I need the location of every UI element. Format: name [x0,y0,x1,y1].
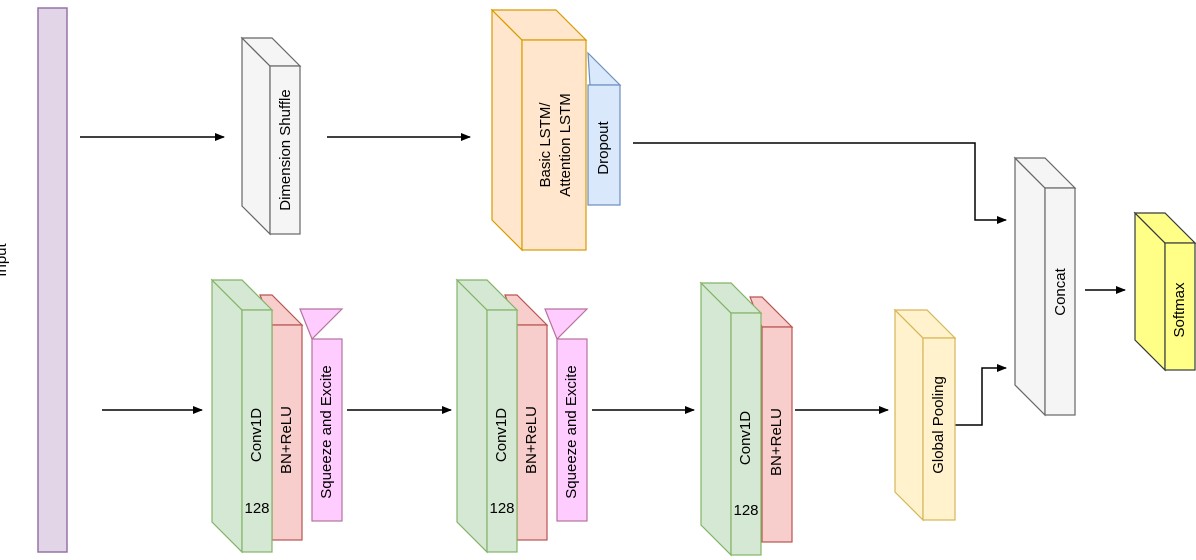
conv1d-label: Conv1D [248,408,265,462]
conv1d-label: Conv1D [493,408,510,462]
concat-label: Concat [1052,267,1069,315]
concat-block: Concat [1013,156,1077,417]
squeeze-excite-label: Squeeze and Excite [318,365,335,498]
global-pooling-block: Global Pooling [893,308,957,522]
bn-relu-label: BN+ReLU [768,408,785,476]
lstm-label-line2: Attention LSTM [557,93,574,196]
connection-arrows [80,133,1126,426]
conv-block-3: BN+ReLU Conv1D 128 [699,281,794,557]
squeeze-excite-layer [544,308,589,341]
conv-block-2: Squeeze and Excite BN+ReLU Conv1D 128 [455,278,589,554]
dimension-shuffle-label: Dimension Shuffle [277,89,294,210]
conv1d-layer [456,278,488,554]
dropout-block: Dropout [587,51,622,206]
bn-relu-label: BN+ReLU [523,406,540,474]
dropout-label: Dropout [595,120,612,174]
input-label: Input [0,242,10,276]
conv1d-layer [211,278,243,554]
global-pooling-label: Global Pooling [930,376,947,474]
arrow-dropout-to-concat [633,142,1007,224]
lstm-label-line1: Basic LSTM/ [537,102,554,188]
filters-label: 128 [489,500,514,517]
input-bar [37,7,68,553]
squeeze-excite-label: Squeeze and Excite [563,365,580,498]
filters-label: 128 [733,502,758,519]
conv-block-1: Squeeze and Excite BN+ReLU Conv1D 128 [210,278,344,554]
squeeze-excite-layer [299,308,344,341]
lstm-block: Basic LSTM/ Attention LSTM [490,8,588,252]
conv1d-layer [700,281,732,557]
bn-relu-label: BN+ReLU [278,406,295,474]
conv1d-label: Conv1D [737,411,754,465]
filters-label: 128 [244,500,269,517]
dimension-shuffle-block: Dimension Shuffle [240,36,302,236]
softmax-block: Softmax [1133,211,1196,372]
arrow-pooling-to-concat [955,364,1007,426]
softmax-label: Softmax [1171,282,1188,338]
